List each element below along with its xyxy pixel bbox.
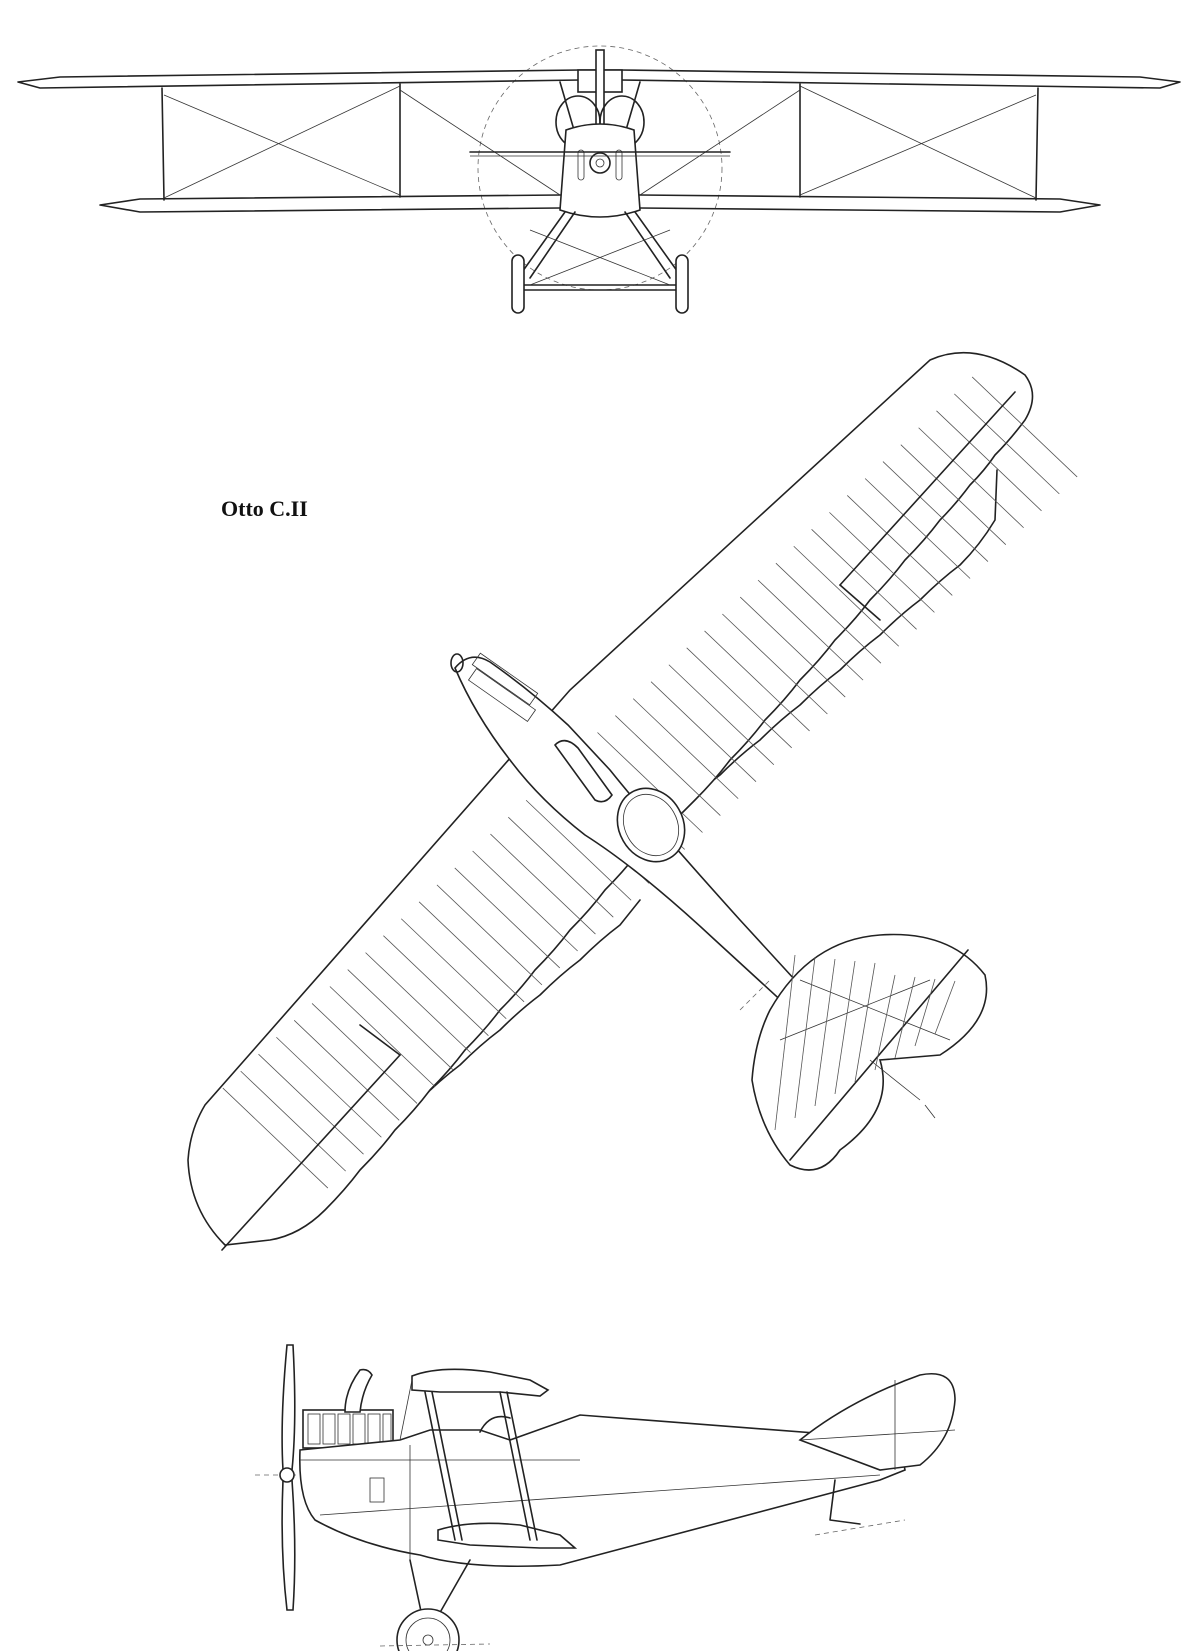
exhaust-stack [344,1368,373,1413]
wing-rib [971,376,1078,478]
left-aileron [221,1054,401,1251]
wing-rib [311,1003,418,1104]
right-wheel [675,254,689,314]
tail-rib [794,956,816,1119]
wing-rib [347,969,454,1070]
side-engine [302,1368,394,1449]
wing-rib [632,698,739,799]
wing-rib [400,918,507,1020]
wing-rib [864,478,971,579]
wing-rib [418,901,525,1003]
engine-cylinders [467,652,539,722]
left-wheel [511,254,525,314]
front-interplane-struts [161,83,1039,201]
tail-rib [814,958,836,1107]
wing-rib [240,1070,346,1172]
wing-rib [882,461,989,562]
wing-rib [846,495,953,596]
tail-skid [829,1479,861,1525]
tail-rib [934,980,956,1035]
wing-rib [508,816,614,918]
side-view [255,1344,956,1651]
tail-rib [914,978,936,1047]
front-bracing-wires [163,85,1037,199]
wing-rib [293,1020,400,1121]
wing-rib [222,1087,329,1189]
tail-rib [774,954,796,1131]
elevator-hinge [789,949,969,1161]
wing-rib [775,562,882,664]
wing-rib [454,867,561,969]
wing-rib [686,647,792,749]
front-upper-wing [17,69,1181,89]
side-tail-fin [798,1373,956,1471]
tail-rib [894,976,916,1059]
wing-rib [918,427,1024,529]
upper-wing-ribs [222,376,1078,1189]
wing-rib [793,545,900,647]
propeller-hub [589,152,611,174]
wing-rib [329,986,436,1087]
cockpit [616,787,686,863]
cockpit-fairing [479,1415,511,1433]
wing-rib [650,681,757,782]
wing-rib [829,512,935,613]
wing-rib [597,732,703,833]
wing-rib [704,630,810,732]
wing-rib [757,579,864,681]
side-spinner [279,1467,295,1483]
wing-rib [954,393,1060,495]
side-undercarriage [379,1559,491,1651]
wing-rib [936,410,1042,512]
tail-rib [834,960,856,1095]
side-access-panel [369,1477,385,1503]
plan-lower-wing-right-trailing [679,469,998,809]
tail-rib [874,974,896,1071]
wing-rib [365,952,471,1053]
right-aileron [839,391,1016,586]
wing-rib [383,935,489,1036]
front-undercarriage [511,211,689,314]
wing-rib [258,1053,364,1155]
plan-view [187,351,1078,1251]
propeller-tip [450,653,464,673]
front-view [17,45,1181,314]
wing-rib [668,664,775,766]
wing-rib [722,613,828,715]
tailplane-ribs [774,954,956,1131]
upper-wing-cutout [554,739,613,803]
wing-rib [490,833,596,935]
wing-rib [739,596,846,698]
front-lower-wing [99,194,1101,213]
wing-rib [276,1036,382,1138]
aircraft-title: Otto C.II [221,496,308,521]
wing-rib [525,799,632,901]
side-wheel [396,1608,460,1651]
wing-rib [900,444,1007,545]
tail-rib [854,962,876,1083]
wing-rib [615,715,721,816]
wing-rib [472,850,578,952]
wing-rib [436,884,543,986]
wing-rib [811,529,917,630]
